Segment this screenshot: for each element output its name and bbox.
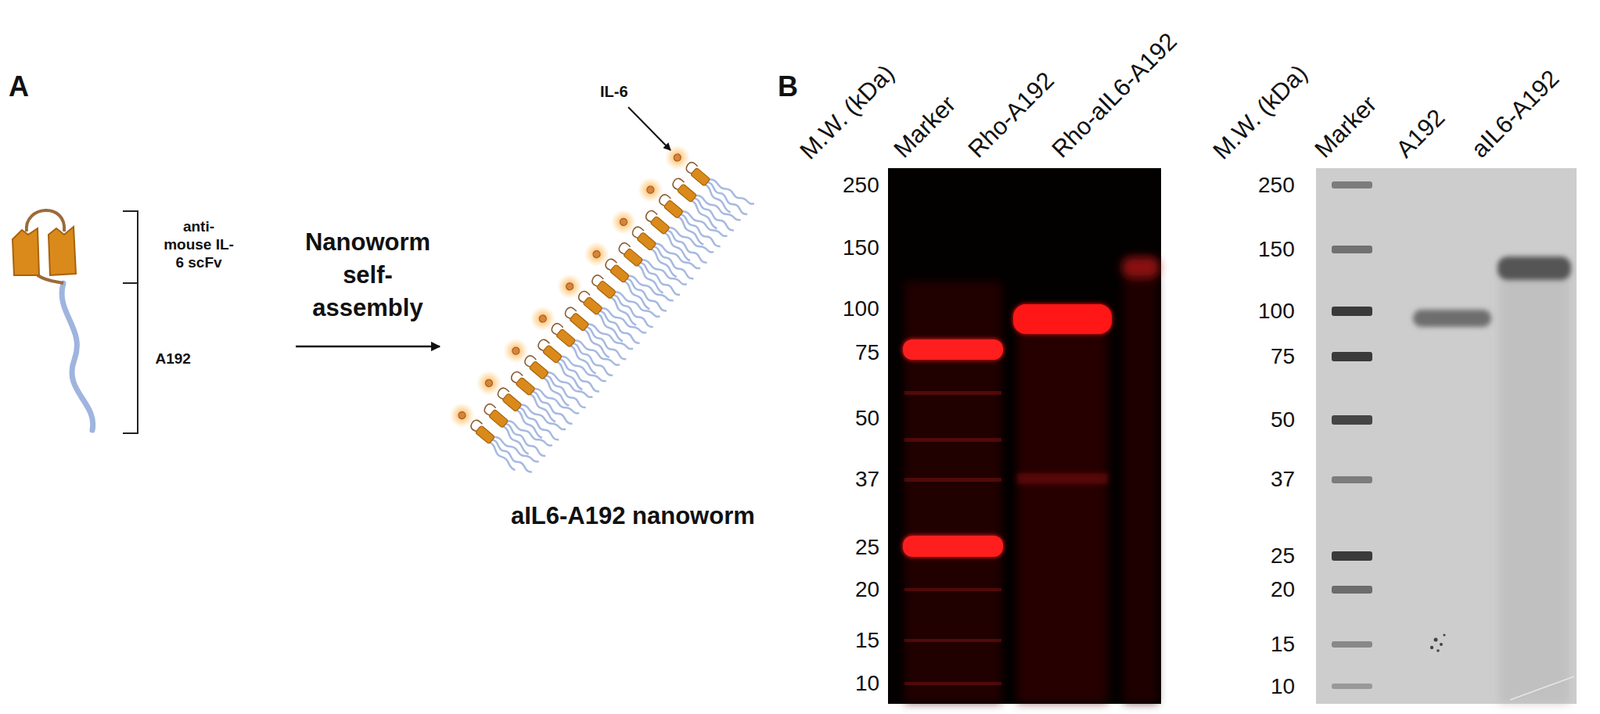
mw-tick-label: 37 [855,466,880,493]
axis-title: M.W. (kDa) [1207,58,1314,166]
mw-tick-label: 75 [1270,343,1295,371]
lane-label: Marker [888,89,962,164]
mw-tick-label: 25 [1270,542,1295,570]
domain-label: anti- mouse IL-6 scFv [162,218,235,272]
mw-tick-label: 75 [855,339,880,367]
lane-label: Marker [1308,89,1383,164]
callout-label: IL-6 [600,82,629,101]
mw-tick-label: 50 [855,405,880,432]
structure-label: aIL6-A192 nanoworm [510,501,756,531]
mw-tick-label: 250 [842,172,880,199]
mw-tick-label: 10 [855,670,880,698]
mw-tick-label: 20 [855,576,880,604]
coomassie-gel [1315,168,1577,705]
fluorescence-gel [888,168,1162,705]
mw-tick-label: 100 [842,295,880,323]
mw-tick-label: 10 [1270,673,1295,701]
process-label: Nanoworm self- assembly [297,226,439,325]
panel-letter: B [777,69,799,104]
mw-tick-label: 15 [1270,631,1295,658]
mw-tick-label: 25 [855,534,880,561]
lane-label: Rho-A192 [962,65,1061,164]
lane-label: Rho-aIL6-A192 [1046,26,1183,164]
mw-tick-label: 150 [1258,236,1295,263]
panel-letter: A [8,69,29,104]
mw-tick-label: 50 [1270,406,1295,434]
mw-tick-label: 20 [1270,576,1295,604]
lane-label: aIL6-A192 [1465,64,1565,164]
lane-label: A192 [1390,103,1451,164]
mw-tick-label: 150 [842,234,880,262]
bracket [122,211,138,434]
process-arrow [295,345,440,349]
mw-tick-label: 100 [1258,298,1295,325]
mw-tick-label: 15 [855,627,880,655]
nanoworm-illustration [444,138,756,483]
domain-label: A192 [155,350,191,369]
leader-arrow [628,107,671,151]
mw-tick-label: 250 [1258,172,1295,199]
monomer-illustration [12,210,94,431]
axis-title: M.W. (kDa) [794,58,901,166]
mw-tick-label: 37 [1270,466,1295,493]
